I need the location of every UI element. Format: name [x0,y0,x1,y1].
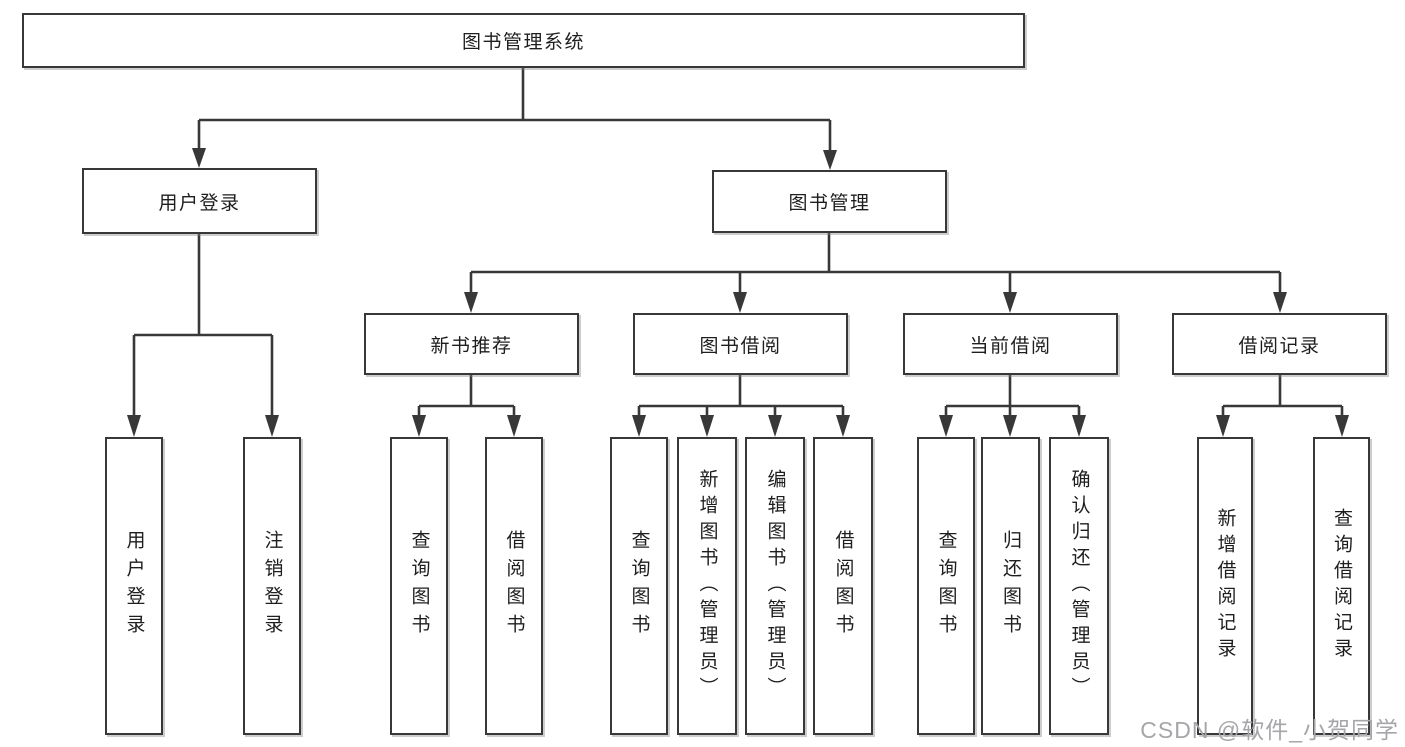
node-book-borrow: 图书借阅 [633,313,848,375]
node-current-borrow: 当前借阅 [903,313,1118,375]
connector-root-to-level2 [192,68,837,170]
leaf-borrow-book: 借阅图书 [813,437,873,735]
leaf-add-borrow-record: 新增借阅记录 [1197,437,1253,735]
node-new-book-recommend: 新书推荐 [364,313,579,375]
leaf-query-borrow-record: 查询借阅记录 [1313,437,1370,735]
node-book-management: 图书管理 [712,170,947,233]
node-library-management-system: 图书管理系统 [22,13,1025,68]
connector-book-borrow-children [632,375,850,437]
leaf-query-book-borrow: 查询图书 [610,437,668,735]
leaf-confirm-return-admin: 确认归还（管理员） [1049,437,1109,735]
node-borrow-record: 借阅记录 [1172,313,1387,375]
connector-new-book-children [412,375,521,437]
csdn-watermark: CSDN @软件_小贺同学 [1140,717,1399,743]
connector-borrow-record-children [1216,375,1349,437]
node-user-login: 用户登录 [82,168,317,234]
leaf-return-book: 归还图书 [981,437,1040,735]
leaf-logout-login: 注销登录 [243,437,301,735]
leaf-edit-book-admin: 编辑图书（管理员） [745,437,805,735]
leaf-user-login: 用户登录 [105,437,163,735]
leaf-borrow-book-recommend: 借阅图书 [485,437,543,735]
leaf-add-book-admin: 新增图书（管理员） [677,437,737,735]
connector-current-borrow-children [939,375,1086,437]
connector-book-mgmt-children [464,233,1287,313]
leaf-query-book-current: 查询图书 [917,437,975,735]
connector-user-login-children [127,234,279,437]
leaf-query-book-recommend: 查询图书 [390,437,448,735]
